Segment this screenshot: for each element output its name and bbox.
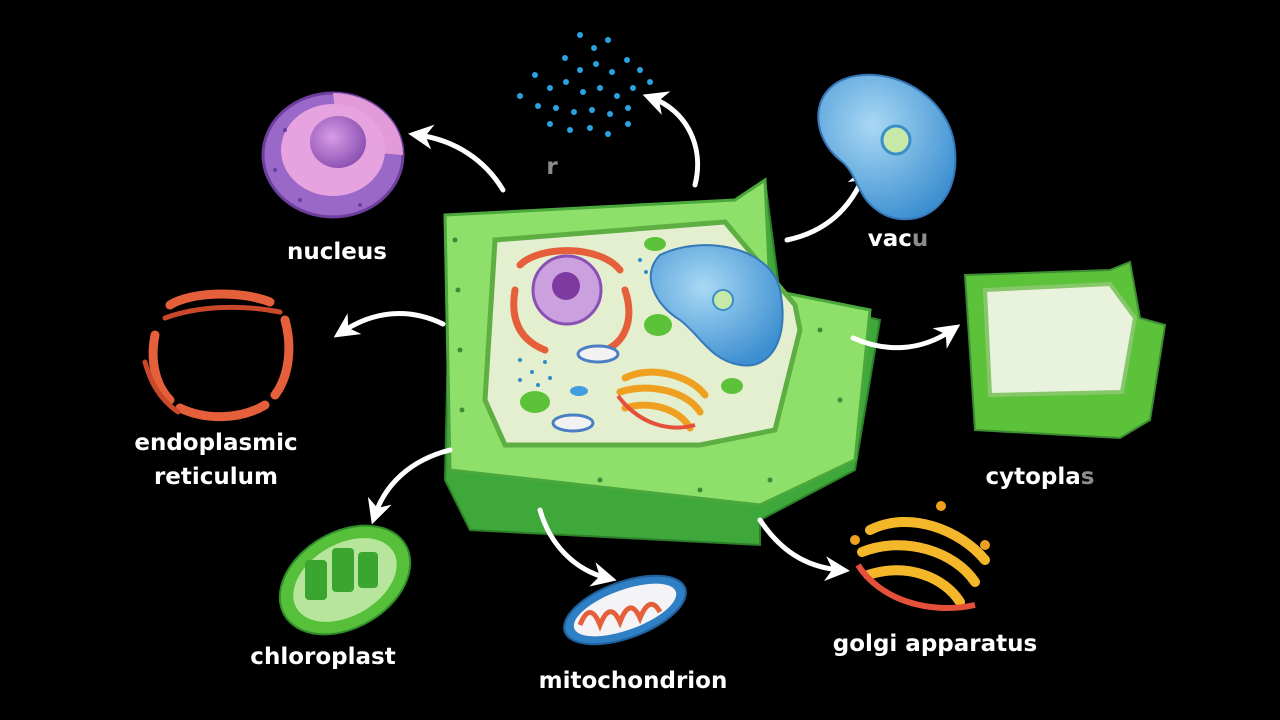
arrow-to-mitochondrion xyxy=(537,507,617,587)
chloroplast-illustration xyxy=(278,524,412,636)
arrow-to-cytoplasm xyxy=(850,324,961,351)
cytoplasm-illustration xyxy=(963,260,1167,440)
nucleus-illustration xyxy=(261,91,405,219)
arrows xyxy=(333,91,961,587)
golgi-illustration xyxy=(850,501,990,611)
cell-wall-pores xyxy=(452,237,843,493)
label-mitochondrion-text: mitochondrion xyxy=(538,668,728,694)
label-golgi-text: golgi apparatus xyxy=(832,631,1038,657)
arrow-to-er xyxy=(333,311,446,338)
label-endoplasmic-reticulum: endoplasmic reticulum xyxy=(134,426,297,494)
arrow-to-chloroplast xyxy=(367,447,453,525)
label-chloroplast-text: chloroplast xyxy=(250,644,396,670)
cell-mitochondrion-1 xyxy=(576,344,620,364)
label-cytoplasm-bright: cytopla xyxy=(985,464,1081,490)
label-cytoplasm-faded: s xyxy=(1080,464,1095,490)
label-ribosome: r xyxy=(546,150,557,184)
label-vacuole-bright: vac xyxy=(867,226,912,252)
cell-vesicle xyxy=(570,386,588,396)
central-plant-cell xyxy=(443,177,882,547)
arrow-to-ribosome xyxy=(642,91,701,188)
arrow-to-vacuole xyxy=(784,163,871,243)
label-cytoplasm: cytoplas xyxy=(986,460,1095,494)
label-ribosome-text: r xyxy=(546,154,558,180)
label-golgi-apparatus: golgi apparatus xyxy=(833,627,1037,661)
vacuole-illustration xyxy=(817,73,957,221)
arrow-to-nucleus xyxy=(408,124,506,193)
label-er-line1: endoplasmic xyxy=(134,430,298,456)
label-vacuole-faded: u xyxy=(911,226,929,252)
label-vacuole: vacu xyxy=(868,222,929,256)
label-chloroplast: chloroplast xyxy=(250,640,395,674)
label-nucleus-text: nucleus xyxy=(287,239,387,265)
cell-vacuole-inclusion xyxy=(712,289,734,311)
cell-golgi xyxy=(616,368,709,432)
arrow-to-golgi xyxy=(757,517,850,582)
cell-nucleolus xyxy=(552,272,580,300)
cell-ribosomes xyxy=(518,258,648,387)
label-mitochondrion: mitochondrion xyxy=(539,664,728,698)
cell-chloroplast-1 xyxy=(644,237,666,251)
mitochondrion-illustration xyxy=(563,574,687,646)
cell-chloroplast-4 xyxy=(721,378,743,394)
cell-chloroplast-3 xyxy=(520,391,550,413)
cell-golgi-edge xyxy=(616,394,696,430)
er-illustration xyxy=(142,289,294,422)
label-nucleus: nucleus xyxy=(287,235,387,269)
label-er-line2: reticulum xyxy=(153,464,279,490)
ribosome-dots-illustration xyxy=(517,32,653,137)
cell-chloroplast-2 xyxy=(644,314,672,336)
cell-mitochondrion-2 xyxy=(551,413,595,433)
